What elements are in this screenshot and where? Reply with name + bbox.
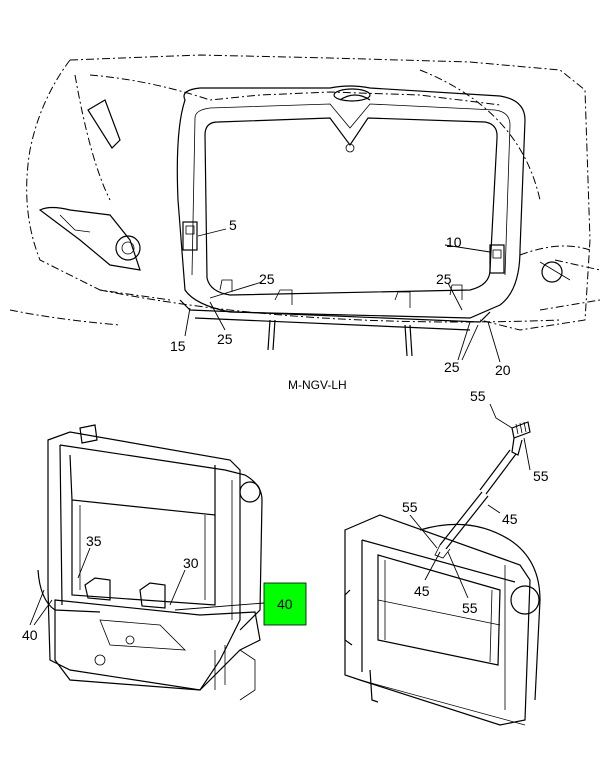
- view-caption: M-NGV-LH: [288, 378, 347, 392]
- callouts-bottom-left: 35 30 40 40: [22, 533, 293, 643]
- callouts-bottom-right: 55 55 55 55 45 45 45: [402, 388, 549, 616]
- callout-25-d[interactable]: 25: [444, 359, 460, 375]
- callout-35[interactable]: 35: [86, 533, 102, 549]
- radiator-assembly-left-drawing: [37, 424, 263, 701]
- callout-55-d[interactable]: 55: [462, 600, 478, 616]
- callout-25-a[interactable]: 25: [259, 271, 275, 287]
- callout-25-b[interactable]: 25: [436, 271, 452, 287]
- callout-55-b[interactable]: 55: [533, 468, 549, 484]
- callout-55-a[interactable]: 55: [470, 388, 486, 404]
- callout-45-b[interactable]: 45: [414, 583, 430, 599]
- callout-25-c[interactable]: 25: [217, 331, 233, 347]
- callout-5[interactable]: 5: [229, 217, 237, 233]
- leader-lines: [29, 228, 531, 626]
- callout-20[interactable]: 20: [495, 362, 511, 378]
- callout-15[interactable]: 15: [170, 338, 186, 354]
- callout-55-c[interactable]: 55: [402, 499, 418, 515]
- radiator-assembly-right-drawing: [344, 421, 541, 726]
- highlight-box[interactable]: [263, 582, 307, 626]
- callouts-top-view: 5 10 25 25 25 25 15 20: [170, 217, 511, 378]
- callout-10[interactable]: 10: [446, 234, 462, 250]
- callout-40[interactable]: 40: [22, 627, 38, 643]
- callout-45-a[interactable]: 45: [502, 511, 518, 527]
- grille-opening-drawing: [9, 54, 601, 357]
- callout-40-highlighted[interactable]: 40: [277, 596, 293, 612]
- callout-30[interactable]: 30: [183, 555, 199, 571]
